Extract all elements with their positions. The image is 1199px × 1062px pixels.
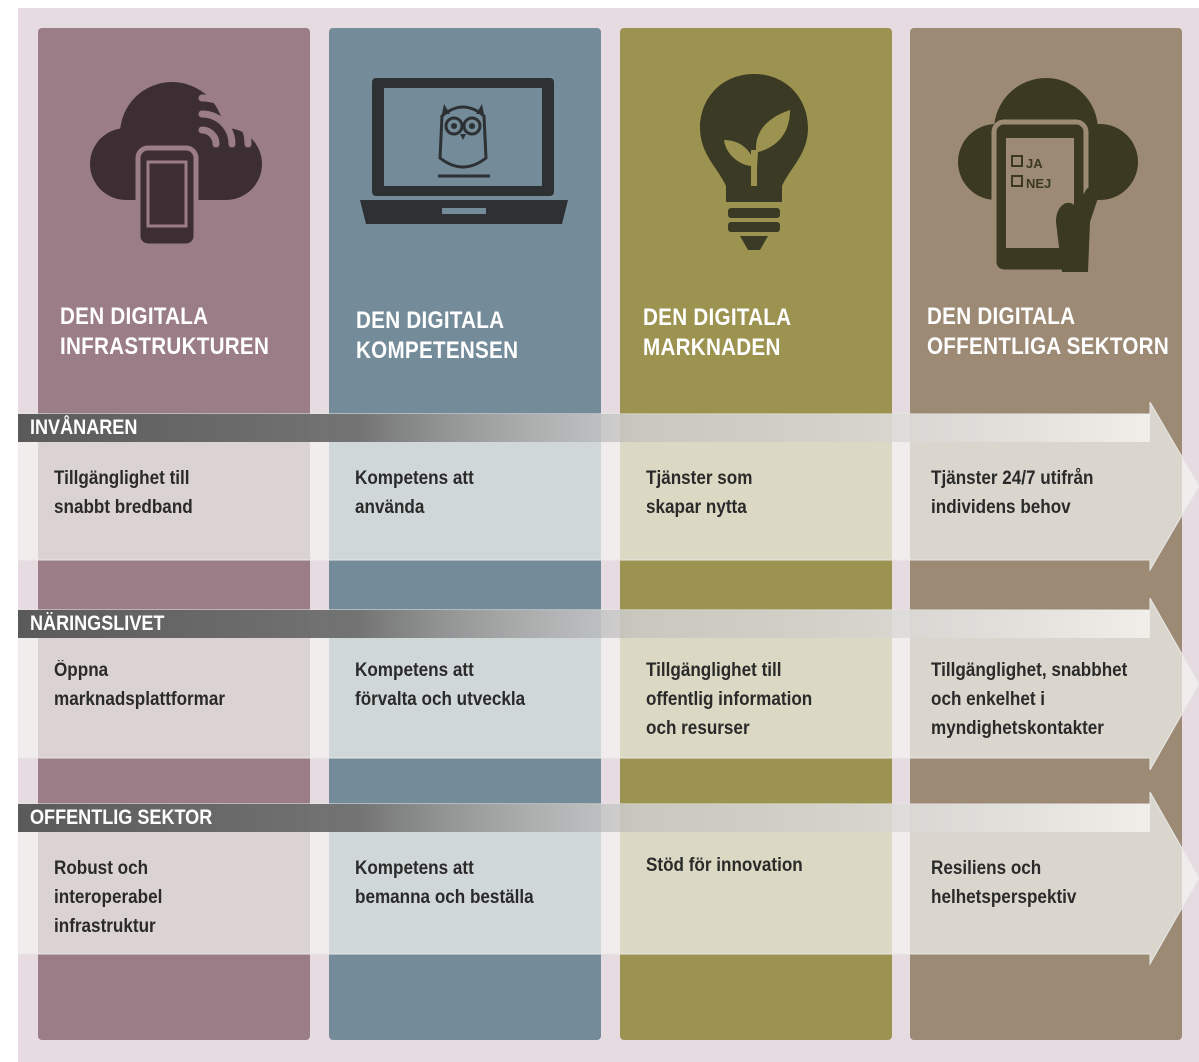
row-title-citizens: INVÅNAREN [30, 416, 138, 439]
row-band-business: NÄRINGSLIVET [18, 598, 1199, 798]
lightbulb-plant-icon [700, 74, 808, 250]
row-title-public-sector: OFFENTLIG SEKTOR [30, 806, 213, 829]
cell-business-infrastructure: Öppna marknadsplattformar [54, 660, 226, 710]
column-heading-market: DEN DIGITALA MARKNADEN [643, 304, 792, 361]
column-heading-public-sector: DEN DIGITALA OFFENTLIGA SEKTORN [927, 303, 1170, 360]
column-heading-infrastructure: DEN DIGITALA INFRASTRUKTUREN [60, 303, 270, 360]
cell-public-public-sector: Resiliens och helhetsperspektiv [931, 858, 1077, 908]
cell-public-competence: Kompetens att bemanna och beställa [355, 858, 534, 908]
cell-business-competence: Kompetens att förvalta och utveckla [355, 660, 526, 710]
column-heading-competence: DEN DIGITALA KOMPETENSEN [356, 307, 519, 364]
cloud-ballot-icon [958, 78, 1138, 272]
ballot-no-label: NEJ [1026, 176, 1052, 191]
cell-public-infrastructure: Robust och interoperabel infrastruktur [54, 858, 163, 937]
cell-business-public-sector: Tillgänglighet, snabbhet och enkelhet i … [931, 660, 1128, 739]
cell-citizens-market: Tjänster som skapar nytta [646, 468, 753, 518]
cell-public-market: Stöd för innovation [646, 855, 803, 876]
row-title-business: NÄRINGSLIVET [30, 612, 165, 635]
laptop-owl-icon [360, 78, 568, 224]
cell-citizens-infrastructure: Tillgänglighet till snabbt bredband [54, 468, 193, 518]
cell-citizens-public-sector: Tjänster 24/7 utifrån individens behov [931, 468, 1094, 518]
row-band-citizens: INVÅNAREN [18, 402, 1199, 602]
ballot-yes-label: JA [1026, 156, 1043, 171]
row-band-public-sector: OFFENTLIG SEKTOR [18, 792, 1199, 992]
cloud-tablet-icon [90, 82, 262, 249]
cell-business-market: Tillgänglighet till offentlig informatio… [646, 660, 813, 739]
cell-citizens-competence: Kompetens att använda [355, 468, 474, 518]
